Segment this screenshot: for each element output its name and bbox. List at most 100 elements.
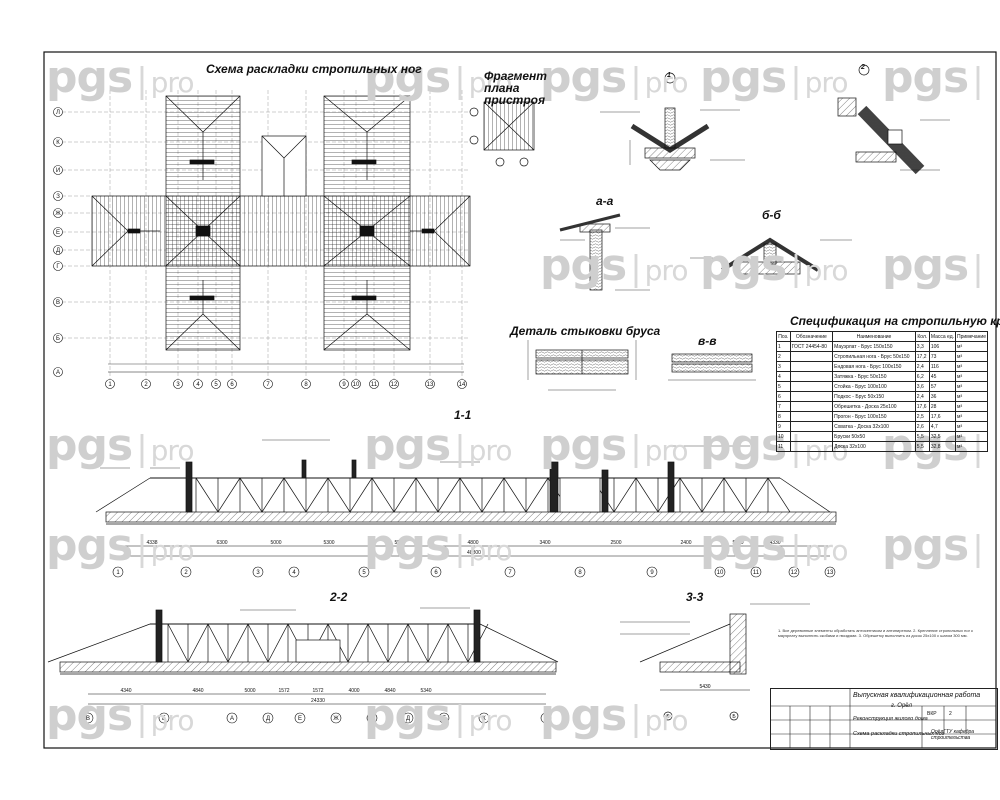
section-1-1-axis: 12 (788, 566, 800, 578)
plan-row-axis: З (53, 191, 63, 201)
plan-row-axis: Е (53, 227, 63, 237)
plan-col-axis: 12 (389, 379, 399, 389)
section-1-1-dim: 5300 (323, 540, 334, 546)
title-annex-plan: Фрагмент плана пристроя (484, 69, 547, 107)
annex-plan-fragment (469, 101, 535, 167)
section-1-1-dim: 6300 (216, 540, 227, 546)
truss-diagonal (407, 623, 429, 663)
title-section-vv: в-в (698, 334, 717, 348)
svg-text:В: В (56, 300, 60, 306)
title-section-3-3: 3-3 (686, 590, 704, 604)
section-1-1-dim: 2400 (680, 540, 691, 546)
section-2-2-axis: Е (294, 712, 306, 724)
plan-row-axis: Г (53, 261, 63, 271)
stamp-stage: ВКР (927, 711, 937, 717)
watermark-8: pgs| (882, 240, 984, 291)
watermark-4: pgs|pro (700, 52, 848, 103)
svg-text:14: 14 (459, 382, 466, 388)
truss-diagonal (447, 623, 469, 663)
svg-text:7: 7 (266, 382, 270, 388)
title-section-aa: а-а (596, 194, 614, 208)
stamp-subtitle: г. Орёл (891, 703, 913, 709)
callout-node-2: 2 (861, 64, 865, 71)
svg-text:Ж: Ж (55, 211, 61, 217)
spec-col-name: Наименование (832, 331, 916, 342)
spec-cell: 3 (776, 361, 791, 372)
section-vv-detail (668, 353, 756, 381)
truss-diagonal (195, 477, 219, 513)
spec-cell: 17,6 (928, 411, 957, 422)
spec-cell: 2,5 (914, 411, 930, 422)
sheet-frame (43, 51, 997, 749)
svg-text:9: 9 (342, 382, 346, 388)
section-2-2-dim: 4840 (384, 688, 395, 694)
plan-col-axis: 8 (301, 379, 311, 389)
title-block-lines (770, 688, 996, 748)
rafter-layout-plan (62, 90, 471, 380)
spec-cell: 73 (928, 351, 957, 362)
section-1-1-dim: 4800 (467, 540, 478, 546)
svg-text:Б: Б (162, 716, 166, 722)
plan-col-axis: 13 (425, 379, 435, 389)
truss-diagonal (327, 477, 351, 513)
watermark-10: pgs|pro (364, 420, 512, 471)
svg-text:2: 2 (144, 382, 148, 388)
spec-cell: 17,2 (914, 351, 930, 362)
sec33-dim: 5430 (699, 684, 710, 690)
watermark-11: pgs|pro (540, 420, 688, 471)
spec-col-mass: Масса ед. (928, 331, 957, 342)
spec-col-designation: Обозначение (789, 331, 834, 342)
svg-text:И: И (56, 168, 60, 174)
spec-cell: 32,8 (928, 441, 957, 452)
plan-col-axis: 9 (339, 379, 349, 389)
svg-text:11: 11 (371, 382, 378, 388)
section-2-2-dim: 5000 (244, 688, 255, 694)
section-1-1-axis: 8 (574, 566, 586, 578)
plan-row-axis: В (53, 297, 63, 307)
truss-diagonal (283, 477, 307, 513)
svg-text:12: 12 (391, 382, 398, 388)
spec-cell: Стропильная нога - Брус 50х150 (832, 351, 916, 362)
section-2-2-total: 24330 (311, 698, 325, 704)
watermark-9: pgs|pro (46, 420, 194, 471)
spec-cell: 2,4 (914, 391, 930, 402)
truss-diagonal (393, 477, 417, 513)
section-1-1-axis: 4 (288, 566, 300, 578)
spec-cell: 32,5 (928, 431, 957, 442)
stamp-company: ОрёлГТУ кафедра строительства (931, 729, 975, 741)
title-rafter-layout: Схема раскладки стропильных ног (206, 62, 422, 76)
spec-cell: м³ (955, 351, 988, 362)
spec-cell: м³ (955, 371, 988, 382)
spec-cell (789, 411, 834, 422)
node-1-detail (600, 72, 745, 171)
watermark-20: pgs|pro (540, 690, 688, 741)
plan-col-axis: 1 (105, 379, 115, 389)
spec-table: Поз. Обозначение Наименование Кол. Масса… (776, 331, 988, 452)
svg-text:Ж: Ж (333, 716, 339, 722)
section-1-1-dim: 5500 (394, 540, 405, 546)
section-1-1-dim: 4338 (146, 540, 157, 546)
section-2-2 (47, 607, 559, 705)
spec-cell: 3,3 (914, 341, 930, 352)
section-1-1-axis: 5 (358, 566, 370, 578)
stamp-name-2: Схема раскладки стропильных ног (853, 731, 945, 737)
truss-diagonal (503, 477, 527, 513)
svg-text:Е: Е (56, 230, 60, 236)
spec-cell: 57 (928, 381, 957, 392)
spec-cell: 8 (776, 411, 791, 422)
svg-text:8: 8 (304, 382, 308, 388)
truss-diagonal (217, 477, 241, 513)
truss-diagonal (167, 623, 189, 663)
truss-diagonal (701, 477, 725, 513)
spec-cell: м³ (955, 431, 988, 442)
section-2-2-dim: 5340 (420, 688, 431, 694)
truss-diagonal (415, 477, 439, 513)
section-1-1-axis: 13 (824, 566, 836, 578)
title-spec: Спецификация на стропильную кровлю (790, 314, 1000, 328)
watermark-14: pgs|pro (46, 520, 194, 571)
svg-text:10: 10 (353, 382, 360, 388)
